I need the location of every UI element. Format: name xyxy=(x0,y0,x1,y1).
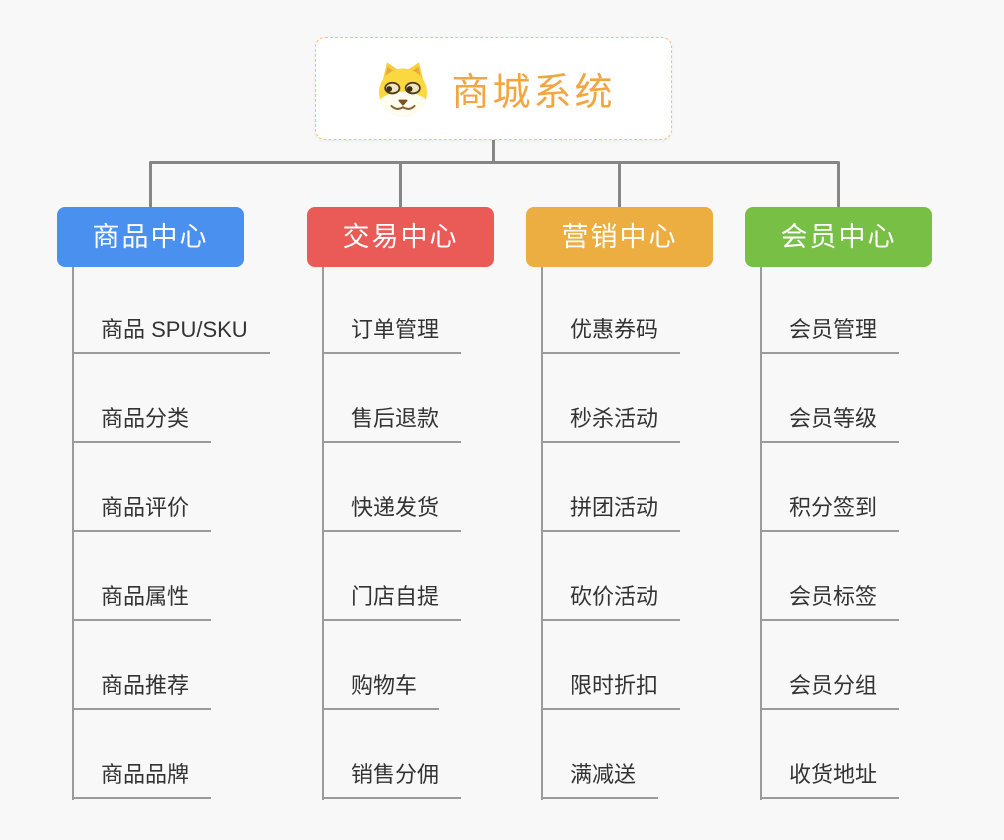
branch-topic-marketing[interactable]: 营销中心 xyxy=(526,207,713,267)
leaf-topic[interactable]: 会员等级 xyxy=(762,405,900,443)
leaf-topic[interactable]: 秒杀活动 xyxy=(543,405,681,443)
leaf-topic[interactable]: 购物车 xyxy=(324,672,440,710)
leaf-topic[interactable]: 商品属性 xyxy=(74,583,212,621)
leaf-topic[interactable]: 积分签到 xyxy=(762,494,900,532)
branch-topic-members[interactable]: 会员中心 xyxy=(745,207,932,267)
branch-children-products: 商品 SPU/SKU 商品分类 商品评价 商品属性 商品推荐 商品品牌 xyxy=(72,267,324,800)
connector-drop-trade xyxy=(399,163,402,208)
connector-bus xyxy=(149,161,840,164)
leaf-topic[interactable]: 商品评价 xyxy=(74,494,212,532)
connector-drop-products xyxy=(149,163,152,208)
connector-drop-marketing xyxy=(618,163,621,208)
leaf-topic[interactable]: 商品 SPU/SKU xyxy=(74,316,270,354)
branch-children-marketing: 优惠券码 秒杀活动 拼团活动 砍价活动 限时折扣 满减送 xyxy=(541,267,793,800)
leaf-topic[interactable]: 优惠券码 xyxy=(543,316,681,354)
connector-drop-members xyxy=(837,163,840,208)
leaf-topic[interactable]: 快递发货 xyxy=(324,494,462,532)
root-topic-label: 商城系统 xyxy=(451,72,616,114)
leaf-topic[interactable]: 商品分类 xyxy=(74,405,212,443)
leaf-topic[interactable]: 会员管理 xyxy=(762,316,900,354)
leaf-topic[interactable]: 收货地址 xyxy=(762,761,900,799)
leaf-topic[interactable]: 会员标签 xyxy=(762,583,900,621)
leaf-topic[interactable]: 商品品牌 xyxy=(74,761,212,799)
doge-icon xyxy=(379,61,428,117)
leaf-topic[interactable]: 订单管理 xyxy=(324,316,462,354)
leaf-topic[interactable]: 商品推荐 xyxy=(74,672,212,710)
leaf-topic[interactable]: 砍价活动 xyxy=(543,583,681,621)
branch-children-trade: 订单管理 售后退款 快递发货 门店自提 购物车 销售分佣 xyxy=(322,267,574,800)
leaf-topic[interactable]: 拼团活动 xyxy=(543,494,681,532)
branch-topic-products[interactable]: 商品中心 xyxy=(57,207,244,267)
leaf-topic[interactable]: 满减送 xyxy=(543,761,659,799)
leaf-topic[interactable]: 限时折扣 xyxy=(543,672,681,710)
connector-root-stub xyxy=(492,140,495,163)
branch-children-members: 会员管理 会员等级 积分签到 会员标签 会员分组 收货地址 xyxy=(760,267,1004,800)
leaf-topic[interactable]: 售后退款 xyxy=(324,405,462,443)
leaf-topic[interactable]: 会员分组 xyxy=(762,672,900,710)
branch-topic-trade[interactable]: 交易中心 xyxy=(307,207,494,267)
leaf-topic[interactable]: 销售分佣 xyxy=(324,761,462,799)
leaf-topic[interactable]: 门店自提 xyxy=(324,583,462,621)
root-topic[interactable]: 商城系统 xyxy=(315,37,672,140)
